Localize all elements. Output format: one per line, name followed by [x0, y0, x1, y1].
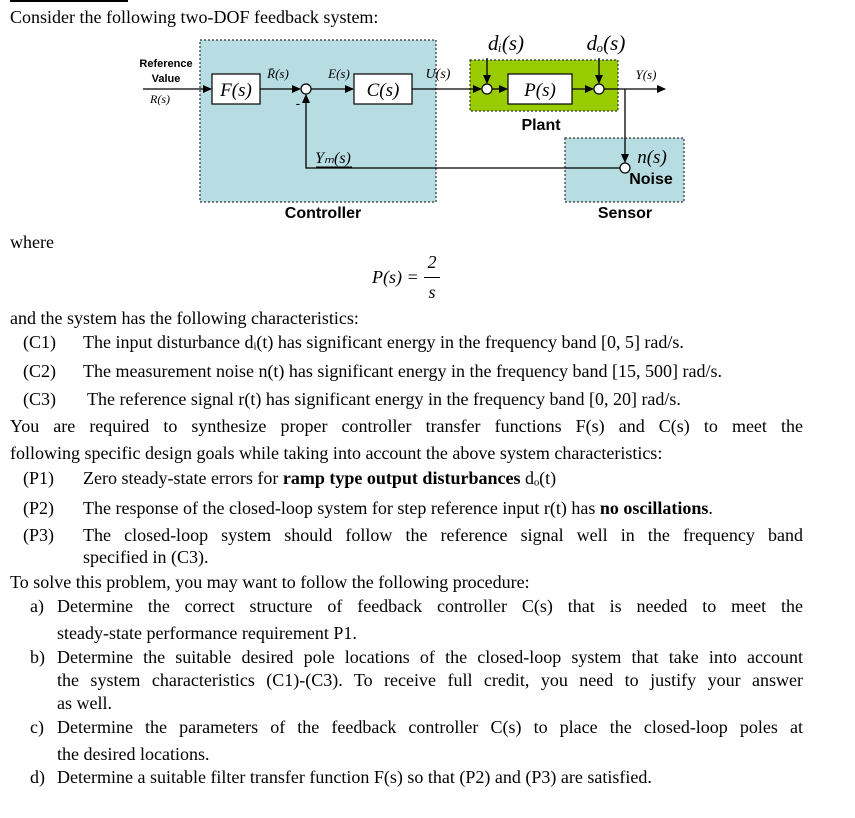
sum-junction-output [593, 83, 605, 95]
synthesize-line-1: You are required to synthesize proper co… [10, 416, 803, 436]
controller-caption: Controller [285, 205, 361, 222]
reference-label-1: Reference [139, 58, 192, 70]
characteristics-intro: and the system has the following charact… [10, 308, 359, 328]
rbar-label: R̄(s) [266, 66, 289, 81]
step-c-tag: c) [30, 717, 44, 737]
c2-text: The measurement noise n(t) has significa… [83, 361, 722, 381]
p2-text: The response of the closed-loop system f… [83, 497, 713, 519]
intro-text: Consider the following two-DOF feedback … [10, 7, 379, 27]
step-b-line-3: as well. [57, 693, 112, 713]
fraction-bar [424, 277, 440, 278]
step-d-line-1: Determine a suitable filter transfer fun… [57, 767, 652, 787]
step-c-line-2: the desired locations. [57, 744, 210, 764]
equation-lhs: P(s) = [372, 267, 419, 287]
synthesize-line-2: following specific design goals while ta… [10, 443, 663, 463]
block-diagram: Reference Value R(s) F(s) R̄(s) E(s) - C… [10, 0, 685, 222]
c3-text: The reference signal r(t) has significan… [87, 389, 681, 409]
p1-bold: ramp type output disturbances [282, 468, 521, 488]
p2-tag: (P2) [23, 498, 54, 518]
noise-caption: Noise [629, 171, 673, 188]
di-label: dᵢ(s) [488, 31, 524, 55]
equation-numerator: 2 [427, 252, 437, 272]
step-d-tag: d) [30, 767, 45, 787]
ym-label: Yₘ(s) [315, 150, 351, 167]
equation-denominator: s [428, 282, 436, 302]
p3-line-1: The closed-loop system should follow the… [83, 525, 803, 545]
minus-sign: - [296, 95, 301, 111]
reference-label-2: Value [152, 73, 181, 85]
c3-tag: (C3) [23, 389, 56, 409]
where-text: where [10, 232, 54, 252]
procedure-intro: To solve this problem, you may want to f… [10, 572, 530, 592]
p3-tag: (P3) [23, 525, 54, 545]
line-feedback [302, 94, 620, 169]
sensor-caption: Sensor [598, 205, 652, 222]
n-label: n(s) [637, 147, 667, 168]
p1-text: Zero steady-state errors for ramp type o… [83, 467, 556, 489]
c2-tag: (C2) [23, 361, 56, 381]
step-a-tag: a) [30, 596, 44, 616]
sum-junction-input [481, 83, 493, 95]
f-block [211, 73, 261, 105]
u-label: U(s) [426, 67, 451, 82]
p2-post: . [708, 498, 713, 518]
p3-line-2: specified in (C3). [83, 547, 209, 567]
p1-post: dₒ(t) [520, 468, 557, 488]
step-a-line-2: steady-state performance requirement P1. [57, 623, 357, 643]
c1-tag: (C1) [23, 332, 56, 352]
c-label: C(s) [367, 80, 400, 101]
e-label: E(s) [327, 66, 350, 81]
step-c-line-1: Determine the parameters of the feedback… [57, 717, 803, 737]
controller-box [199, 39, 437, 203]
do-label: dₒ(s) [587, 31, 626, 55]
step-b-tag: b) [30, 647, 45, 667]
step-b-line-2: the system characteristics (C1)-(C3). To… [57, 670, 803, 690]
y-label: Y(s) [636, 67, 657, 82]
sum-junction-error [300, 83, 312, 95]
p2-pre: The response of the closed-loop system f… [83, 498, 600, 518]
p1-tag: (P1) [23, 468, 54, 488]
f-label: F(s) [219, 80, 252, 101]
p-label: P(s) [523, 80, 556, 101]
p1-pre: Zero steady-state errors for [83, 468, 283, 488]
p-block [507, 73, 573, 105]
r-label: R(s) [149, 92, 170, 106]
step-b-line-1: Determine the suitable desired pole loca… [57, 647, 803, 667]
step-a-line-1: Determine the correct structure of feedb… [57, 596, 803, 616]
c1-text: The input disturbance dᵢ(t) has signific… [83, 332, 684, 352]
p2-bold: no oscillations [599, 498, 709, 518]
plant-caption: Plant [521, 117, 561, 134]
